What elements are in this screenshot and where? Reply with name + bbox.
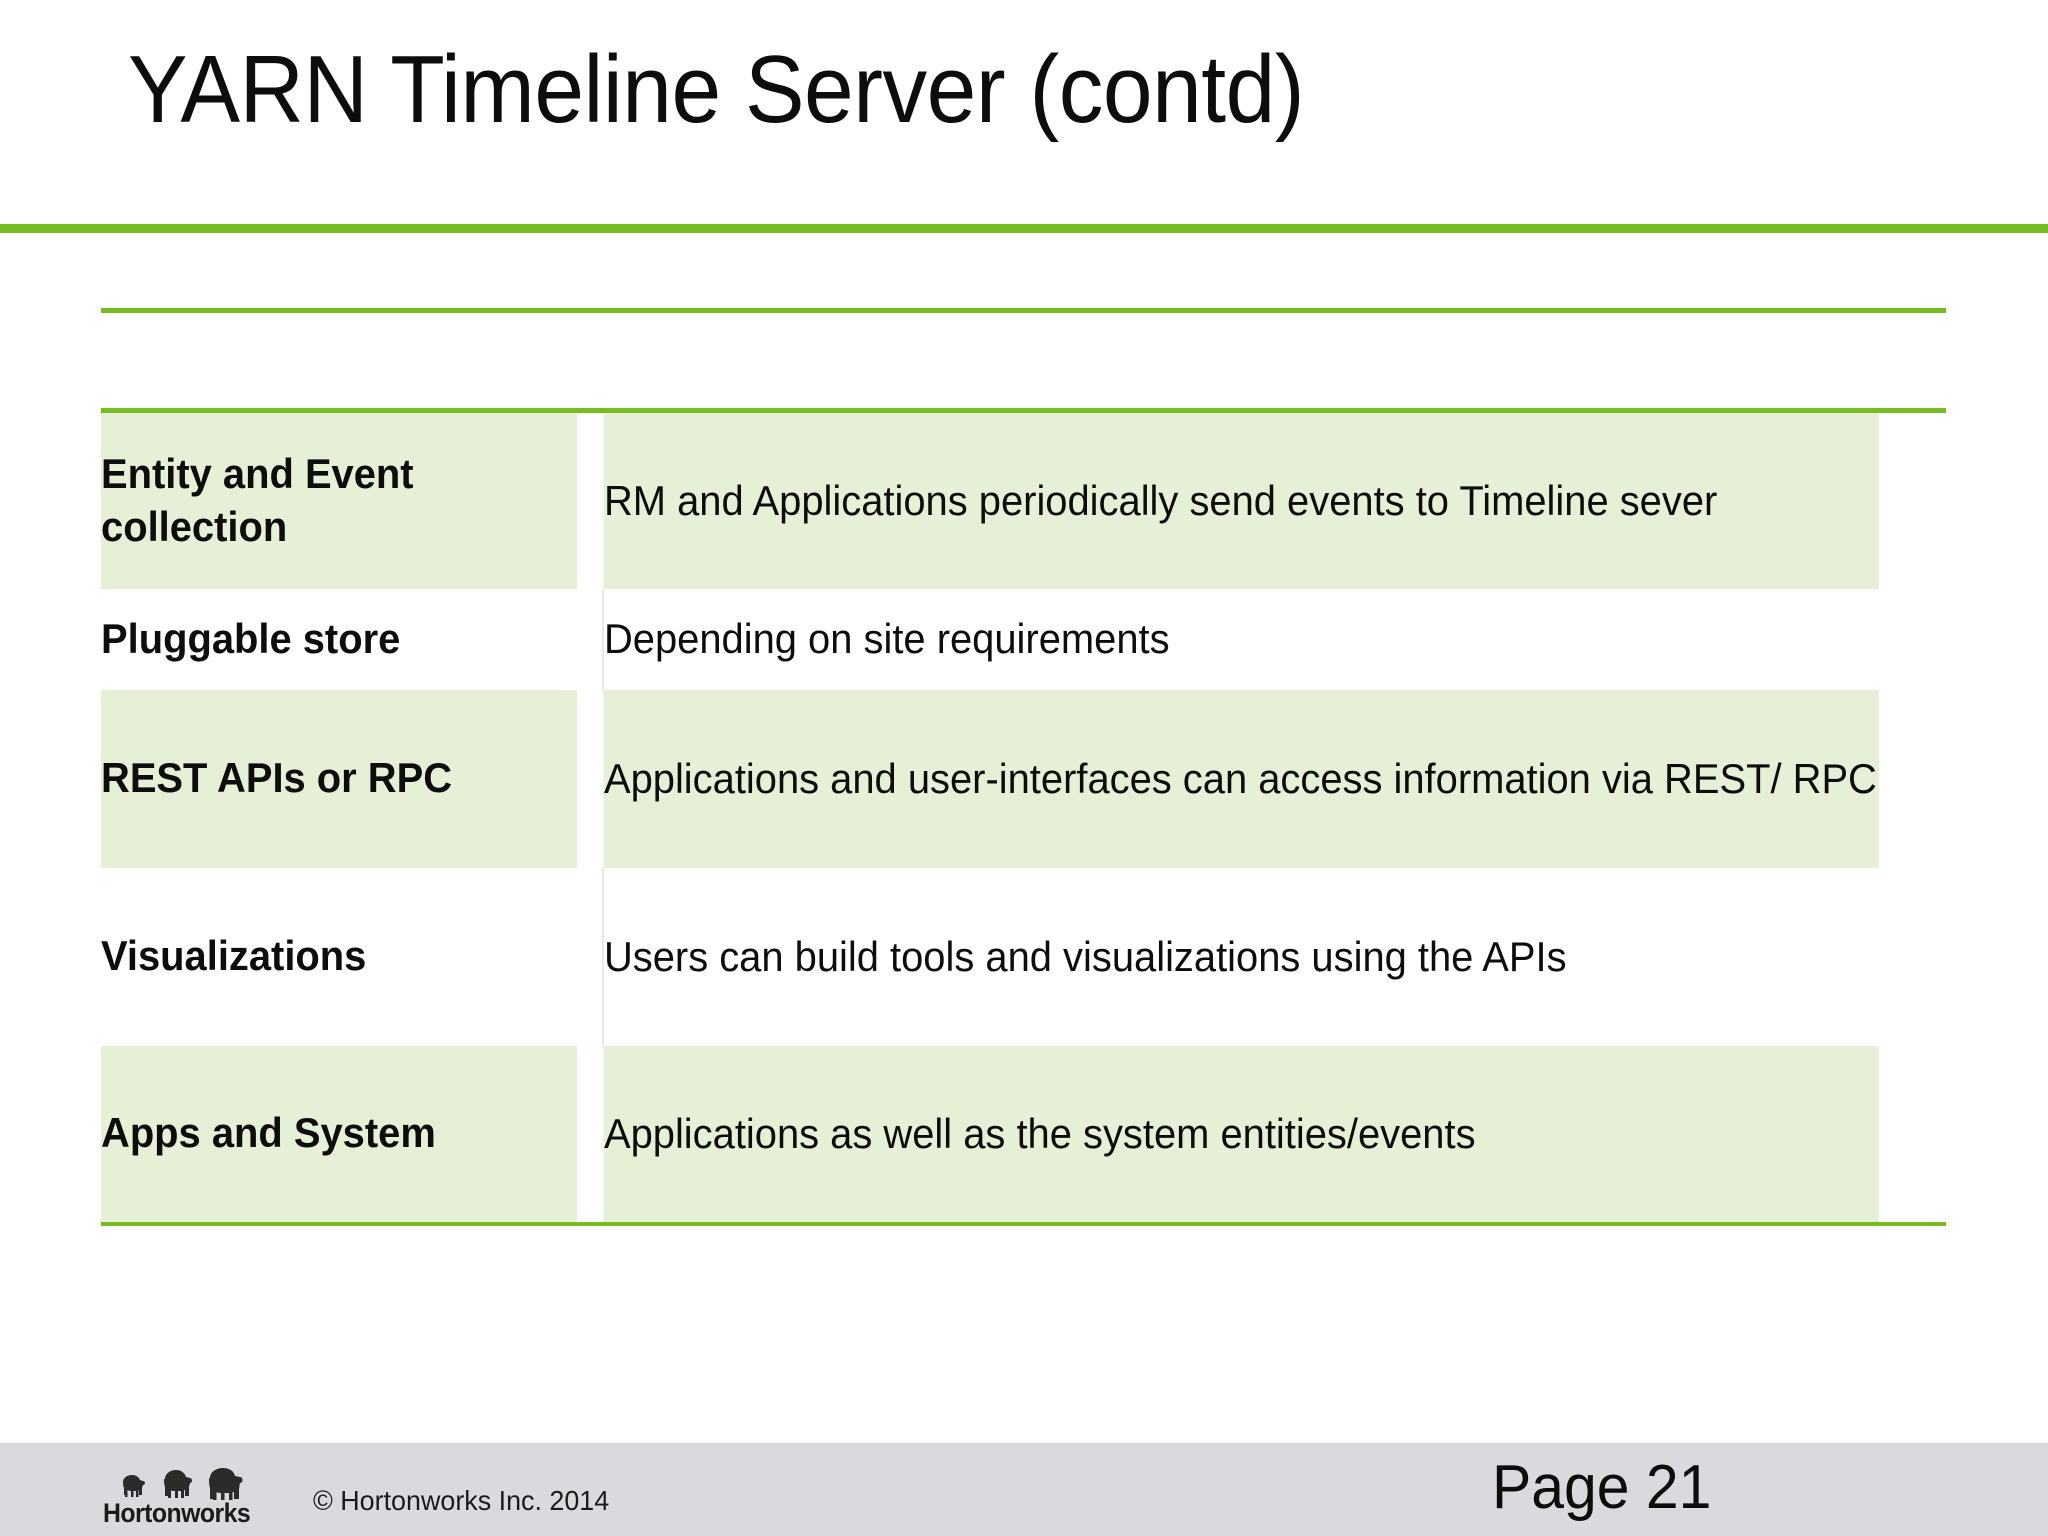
- page-number: Page 21: [1492, 1453, 1712, 1522]
- row-description: RM and Applications periodically send ev…: [602, 410, 1879, 589]
- row-term: Entity and Event collection: [101, 410, 578, 589]
- content-table-wrapper: Entity and Event collection RM and Appli…: [101, 308, 1946, 1226]
- footer-bar: [0, 1443, 2048, 1536]
- page-title: YARN Timeline Server (contd): [128, 36, 1305, 143]
- table-header-cell-description: [603, 308, 1946, 413]
- title-divider: [0, 224, 2048, 233]
- content-table: Entity and Event collection RM and Appli…: [101, 308, 1946, 1226]
- row-term: Pluggable store: [101, 588, 578, 690]
- row-term: REST APIs or RPC: [101, 689, 578, 868]
- hortonworks-logo: Hortonworks: [103, 1468, 273, 1530]
- copyright-text: © Hortonworks Inc. 2014: [313, 1485, 610, 1516]
- table-row: Visualizations Users can build tools and…: [101, 867, 1946, 1046]
- three-elephants-icon: [123, 1468, 243, 1500]
- row-term: Visualizations: [101, 867, 578, 1046]
- row-description: Applications as well as the system entit…: [602, 1045, 1879, 1226]
- table-row: Pluggable store Depending on site requir…: [101, 588, 1946, 690]
- row-description: Depending on site requirements: [602, 588, 1879, 690]
- table-header-cell-term: [101, 308, 603, 413]
- row-description: Applications and user-interfaces can acc…: [602, 689, 1879, 868]
- row-description: Users can build tools and visualizations…: [602, 867, 1879, 1046]
- row-term: Apps and System: [101, 1045, 578, 1226]
- table-header-row: [101, 308, 1946, 413]
- table-row: REST APIs or RPC Applications and user-i…: [101, 689, 1946, 868]
- hortonworks-wordmark: Hortonworks: [103, 1498, 251, 1528]
- table-row: Apps and System Applications as well as …: [101, 1045, 1946, 1226]
- table-row: Entity and Event collection RM and Appli…: [101, 410, 1946, 589]
